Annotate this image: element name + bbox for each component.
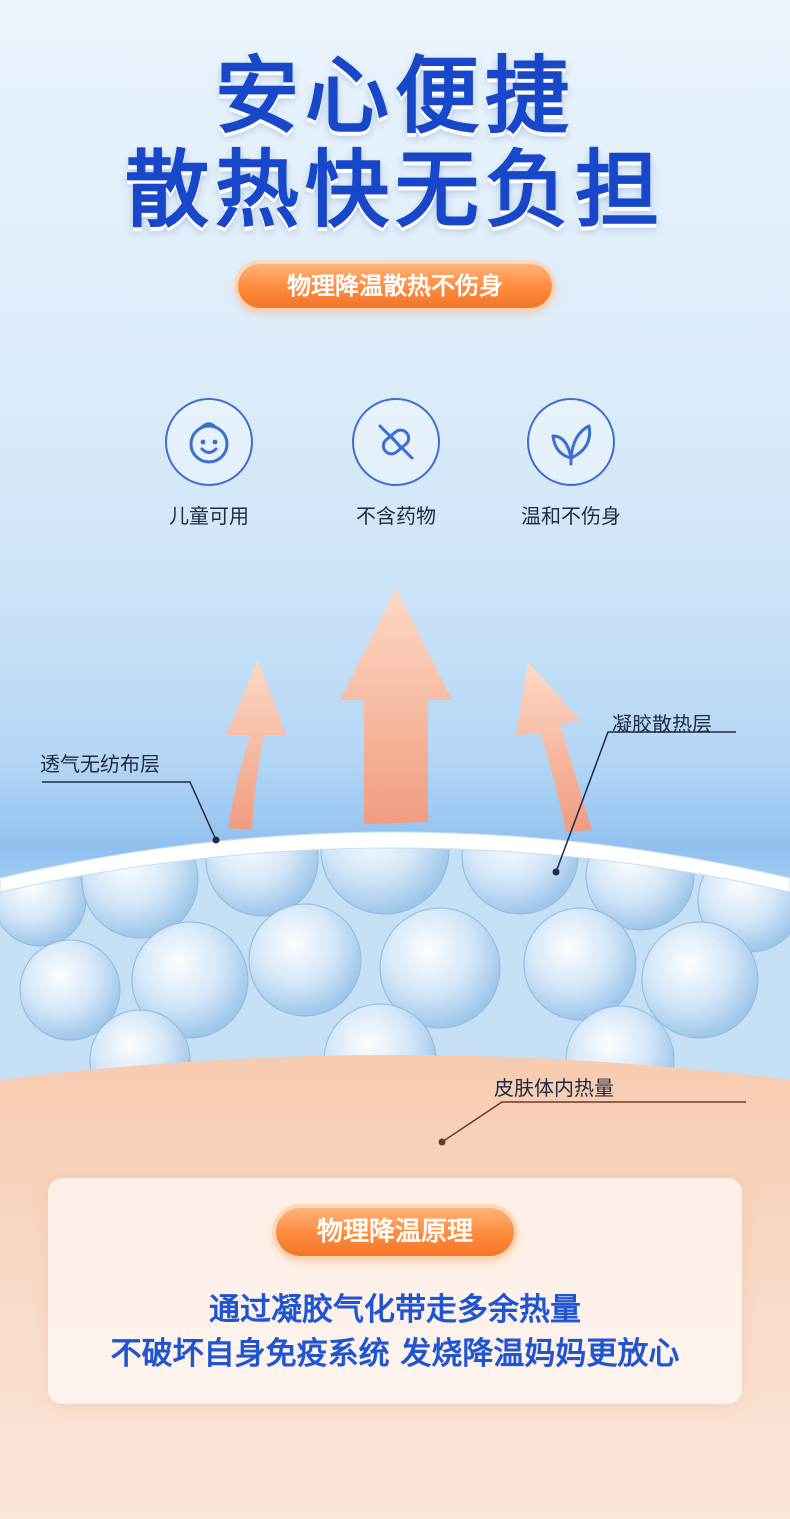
nonwoven-band bbox=[0, 831, 790, 893]
principle-title: 物理降温原理 bbox=[276, 1208, 514, 1256]
feature-label: 不含药物 bbox=[356, 504, 436, 528]
principle-line-1: 通过凝胶气化带走多余热量 bbox=[209, 1292, 581, 1328]
feature-child-safe: 儿童可用 bbox=[119, 398, 299, 529]
feature-label: 儿童可用 bbox=[169, 504, 249, 528]
baby-face-icon bbox=[165, 398, 253, 486]
feature-gentle: 温和不伤身 bbox=[481, 398, 661, 529]
skin-callout-line bbox=[438, 1101, 746, 1146]
principle-line-2: 不破坏自身免疫系统 发烧降温妈妈更放心 bbox=[110, 1336, 680, 1372]
no-medicine-icon bbox=[352, 398, 440, 486]
gel-beads bbox=[0, 835, 790, 1080]
heat-arrows bbox=[226, 588, 592, 832]
feature-label: 温和不伤身 bbox=[521, 504, 621, 528]
headline-line-2: 散热快无负担 bbox=[124, 141, 665, 239]
feature-no-drug: 不含药物 bbox=[306, 398, 486, 529]
badge-physical-cooling: 物理降温散热不伤身 bbox=[238, 264, 552, 308]
leaf-icon bbox=[527, 398, 615, 486]
cooling-illustration bbox=[0, 588, 790, 1080]
label-skin-heat: 皮肤体内热量 bbox=[494, 1076, 614, 1100]
callout-lines bbox=[42, 731, 736, 876]
label-gel-layer: 凝胶散热层 bbox=[612, 712, 712, 736]
headline-line-1: 安心便捷 bbox=[214, 47, 575, 145]
label-nonwoven-layer: 透气无纺布层 bbox=[40, 752, 160, 776]
